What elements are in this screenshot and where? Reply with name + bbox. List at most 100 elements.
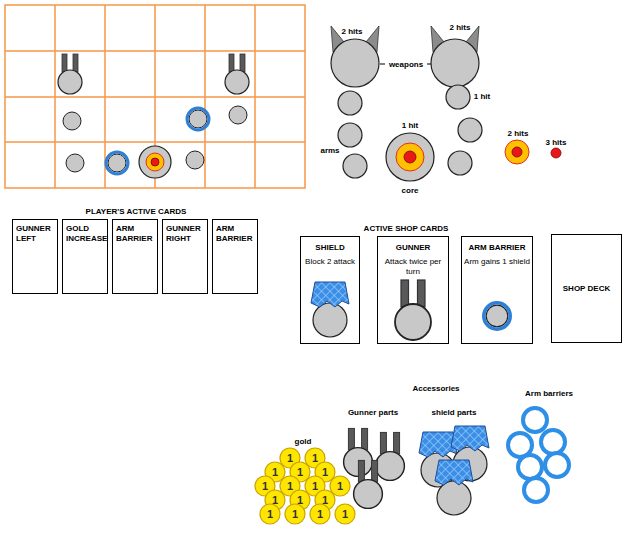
robot-diagram — [331, 26, 561, 181]
coin-value: 1 — [272, 494, 278, 506]
card-title: GUNNER RIGHT — [166, 224, 204, 244]
shop-card: SHIELD Block 2 attack — [300, 236, 360, 344]
arm-part — [458, 118, 482, 142]
card-title: SHOP DECK — [563, 284, 610, 293]
core-center — [404, 151, 416, 163]
card-text: Block 2 attack — [303, 257, 357, 267]
part-label: 3 hits — [546, 138, 567, 147]
card-title: ARM BARRIER — [216, 224, 254, 244]
group-label: shield parts — [432, 408, 477, 417]
drawing-part — [310, 504, 330, 524]
arm-piece — [229, 106, 247, 124]
deck-card: SHOP DECK — [551, 234, 622, 343]
part-label: 1 hit — [402, 121, 418, 130]
weapon-part — [431, 39, 479, 87]
arm-barrier-ring — [541, 430, 565, 454]
gunner-piece — [395, 280, 431, 340]
arm-piece — [186, 151, 204, 169]
group-label: Accessories — [412, 384, 459, 393]
card-body: SHOP DECK — [563, 284, 610, 293]
part-label: 2 hits — [508, 129, 529, 138]
part-label: core — [402, 186, 419, 195]
drawing-part — [5, 50, 305, 52]
player-card: ARM BARRIER — [212, 219, 258, 294]
leader-line — [380, 64, 385, 65]
arm-part — [448, 151, 472, 175]
leader-line — [427, 64, 431, 65]
core-center — [551, 148, 561, 158]
arm-barrier-piece — [106, 152, 128, 174]
group-label: Gunner parts — [348, 408, 398, 417]
card-text: Attack twice per turn — [380, 257, 446, 277]
gunner-piece — [58, 54, 82, 94]
arm-part — [338, 123, 362, 147]
section-heading: ACTIVE SHOP CARDS — [364, 224, 449, 233]
coin-value: 1 — [287, 480, 293, 492]
coin-value: 1 — [267, 508, 273, 520]
group-label: Arm barriers — [525, 389, 573, 398]
part-label: 2 hits — [450, 23, 471, 32]
coin-value: 1 — [322, 494, 328, 506]
drawing-part — [285, 504, 305, 524]
coin-value: 1 — [287, 452, 293, 464]
part-label: weapons — [389, 60, 423, 69]
arm-barrier-piece — [187, 108, 209, 130]
shield-piece — [311, 282, 349, 337]
part-label: arms — [320, 146, 339, 155]
gunner-piece — [225, 54, 249, 94]
arm-part — [338, 91, 362, 115]
drawing-part — [260, 504, 280, 524]
coin-value: 1 — [292, 508, 298, 520]
part-label: 1 hit — [474, 92, 490, 101]
arm-piece — [63, 112, 81, 130]
shop-card: GUNNER Attack twice per turn — [377, 236, 449, 344]
player-card: ARM BARRIER — [112, 219, 158, 294]
card-text: Arm gains 1 shield — [464, 257, 530, 267]
player-card: GUNNER RIGHT — [162, 219, 208, 294]
coin-value: 1 — [342, 508, 348, 520]
weapon-part — [331, 39, 379, 87]
coin-value: 1 — [337, 480, 343, 492]
core-ring — [396, 143, 424, 171]
game-grid — [5, 5, 305, 188]
player-card: GOLD INCREASE — [62, 219, 108, 294]
drawing-part — [5, 5, 305, 188]
coin-value: 1 — [297, 466, 303, 478]
core-center — [512, 147, 522, 157]
shield-piece — [435, 460, 473, 515]
group-label: gold — [295, 437, 312, 446]
gunner-piece — [376, 432, 405, 480]
coin-value: 1 — [312, 452, 318, 464]
drawing-part — [5, 96, 305, 98]
player-card: GUNNER LEFT — [12, 219, 58, 294]
arm-part — [446, 85, 470, 109]
arm-barrier-ring — [523, 408, 547, 432]
coin-value: 1 — [262, 480, 268, 492]
shop-card: ARM BARRIER Arm gains 1 shield — [461, 236, 533, 344]
coin-value: 1 — [297, 494, 303, 506]
card-title: ARM BARRIER — [116, 224, 154, 244]
gunner-piece — [354, 460, 383, 508]
card-title: SHIELD — [303, 243, 357, 253]
arm-barrier-piece — [484, 303, 510, 329]
card-title: GOLD INCREASE — [66, 224, 104, 244]
arm-part — [343, 154, 367, 178]
drawing-part — [335, 504, 355, 524]
core-ring — [505, 140, 529, 164]
card-title: GUNNER LEFT — [16, 224, 54, 244]
coin-value: 1 — [312, 480, 318, 492]
arm-barrier-ring — [524, 478, 548, 502]
coin-value: 1 — [272, 466, 278, 478]
drawing-part — [330, 476, 350, 496]
coin-value: 1 — [322, 466, 328, 478]
card-title: ARM BARRIER — [464, 243, 530, 253]
core-part — [386, 133, 434, 181]
card-title: GUNNER — [380, 243, 446, 253]
gold-coins — [255, 448, 355, 524]
drawing-part — [5, 141, 305, 143]
arm-barrier-ring — [518, 455, 542, 479]
part-label: 2 hits — [342, 27, 363, 36]
section-heading: PLAYER'S ACTIVE CARDS — [86, 207, 187, 216]
